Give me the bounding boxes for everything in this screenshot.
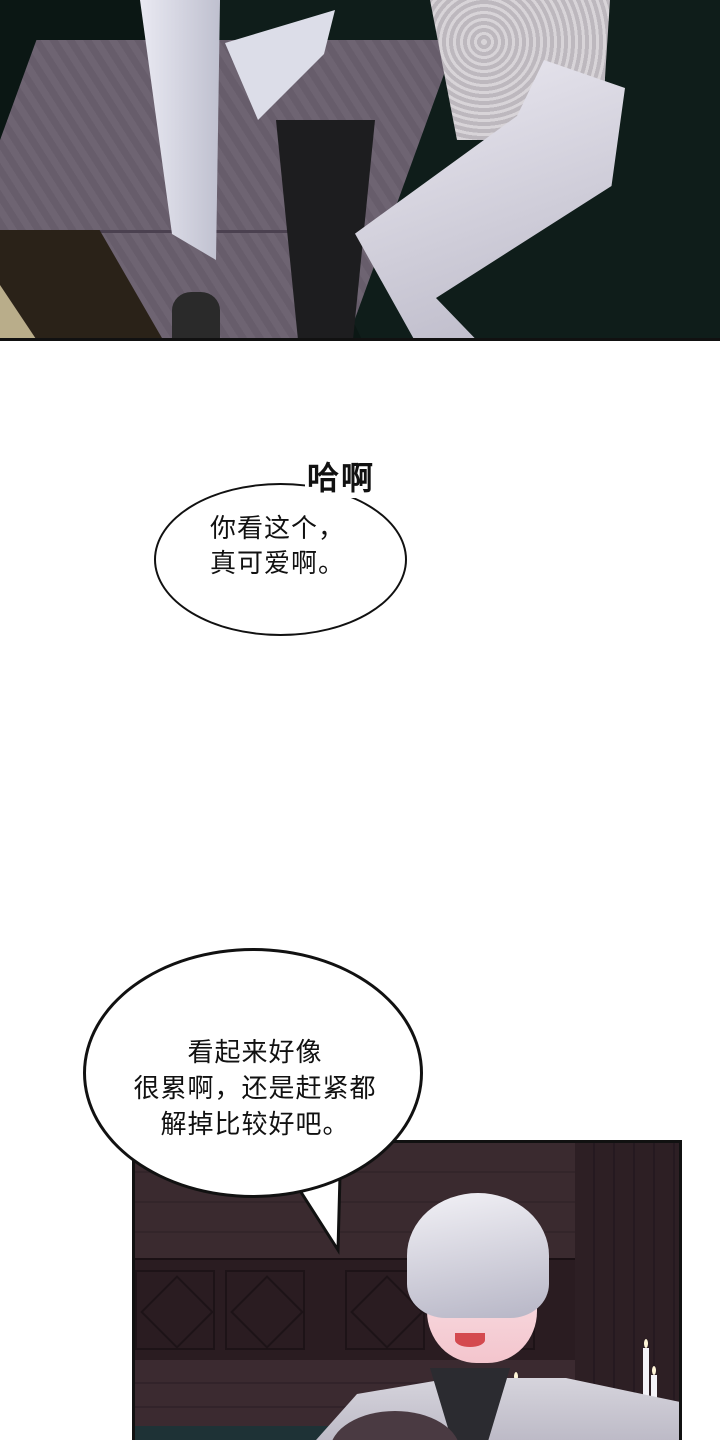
dialogue-line: 你看这个， <box>210 514 346 544</box>
speech-bubble-2-tail <box>290 1175 342 1255</box>
sound-effect: 哈啊 <box>305 458 378 498</box>
frieze-tile <box>135 1270 215 1350</box>
speech-bubble-1-text: 你看这个， 真可爱啊。 <box>210 512 410 582</box>
candle-flame <box>652 1366 656 1375</box>
dialogue-line: 解掉比较好吧。 <box>160 1110 350 1140</box>
open-mouth <box>455 1333 485 1347</box>
speech-bubble-2-text: 看起来好像 很累啊，还是赶紧都 解掉比较好吧。 <box>100 1035 410 1143</box>
candle-flame <box>514 1372 518 1381</box>
dialogue-line: 真可爱啊。 <box>210 549 346 579</box>
speech-bubble-1 <box>154 483 407 636</box>
dialogue-line: 很累啊，还是赶紧都 <box>133 1074 377 1104</box>
silver-hair <box>407 1193 549 1318</box>
frieze-tile <box>225 1270 305 1350</box>
candle-flame <box>644 1339 648 1348</box>
candle <box>643 1348 649 1428</box>
comic-panel-1 <box>0 0 720 341</box>
black-shoe <box>172 292 220 338</box>
speech-bubble-2 <box>83 948 423 1198</box>
dialogue-line: 看起来好像 <box>187 1038 323 1068</box>
